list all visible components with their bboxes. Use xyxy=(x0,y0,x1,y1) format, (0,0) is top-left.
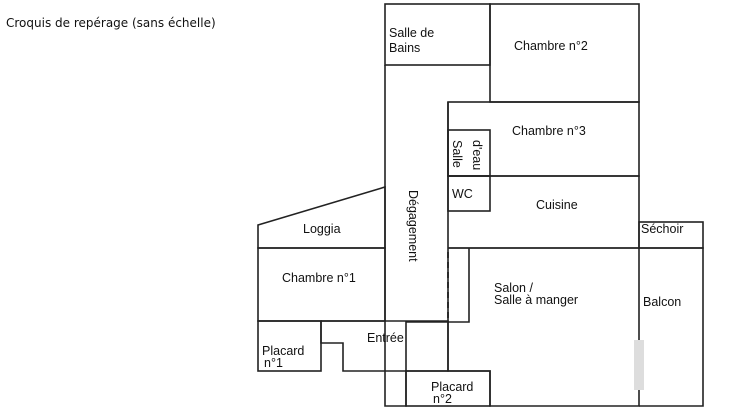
label-loggia: Loggia xyxy=(303,222,341,236)
label-chambre-2: Chambre n°2 xyxy=(514,39,588,53)
label-sechoir: Séchoir xyxy=(641,222,683,236)
room-balcon xyxy=(639,247,704,407)
label-wc: WC xyxy=(452,187,473,201)
room-loggia xyxy=(257,185,386,249)
label-salle-de-bains-2: Bains xyxy=(389,41,420,55)
label-chambre-1: Chambre n°1 xyxy=(282,271,356,285)
label-placard-2-2: n°2 xyxy=(433,392,452,406)
label-placard-2-1: Placard xyxy=(431,380,473,394)
room-wc xyxy=(447,175,491,212)
room-chambre-2 xyxy=(489,3,640,103)
room-placard-1 xyxy=(257,320,322,372)
room-placard-2 xyxy=(405,370,491,407)
label-salle-de-bains-1: Salle de xyxy=(389,26,434,40)
label-cuisine: Cuisine xyxy=(536,198,578,212)
room-salon xyxy=(447,247,640,407)
label-entree: Entrée xyxy=(367,331,404,345)
label-salle-deau-1: d'eau xyxy=(470,140,484,170)
label-chambre-3: Chambre n°3 xyxy=(512,124,586,138)
room-entree xyxy=(320,320,449,372)
label-placard-1-2: n°1 xyxy=(264,356,283,370)
edge-mark xyxy=(634,340,644,390)
label-placard-1-1: Placard xyxy=(262,344,304,358)
label-salle-deau-2: Salle xyxy=(450,140,464,168)
room-cuisine xyxy=(448,175,640,249)
label-degagement: Dégagement xyxy=(406,190,420,262)
label-balcon: Balcon xyxy=(643,295,681,309)
label-salon-2: Salle à manger xyxy=(494,293,578,307)
label-salon-1: Salon / xyxy=(494,281,533,295)
plan-title: Croquis de repérage (sans échelle) xyxy=(6,16,216,30)
